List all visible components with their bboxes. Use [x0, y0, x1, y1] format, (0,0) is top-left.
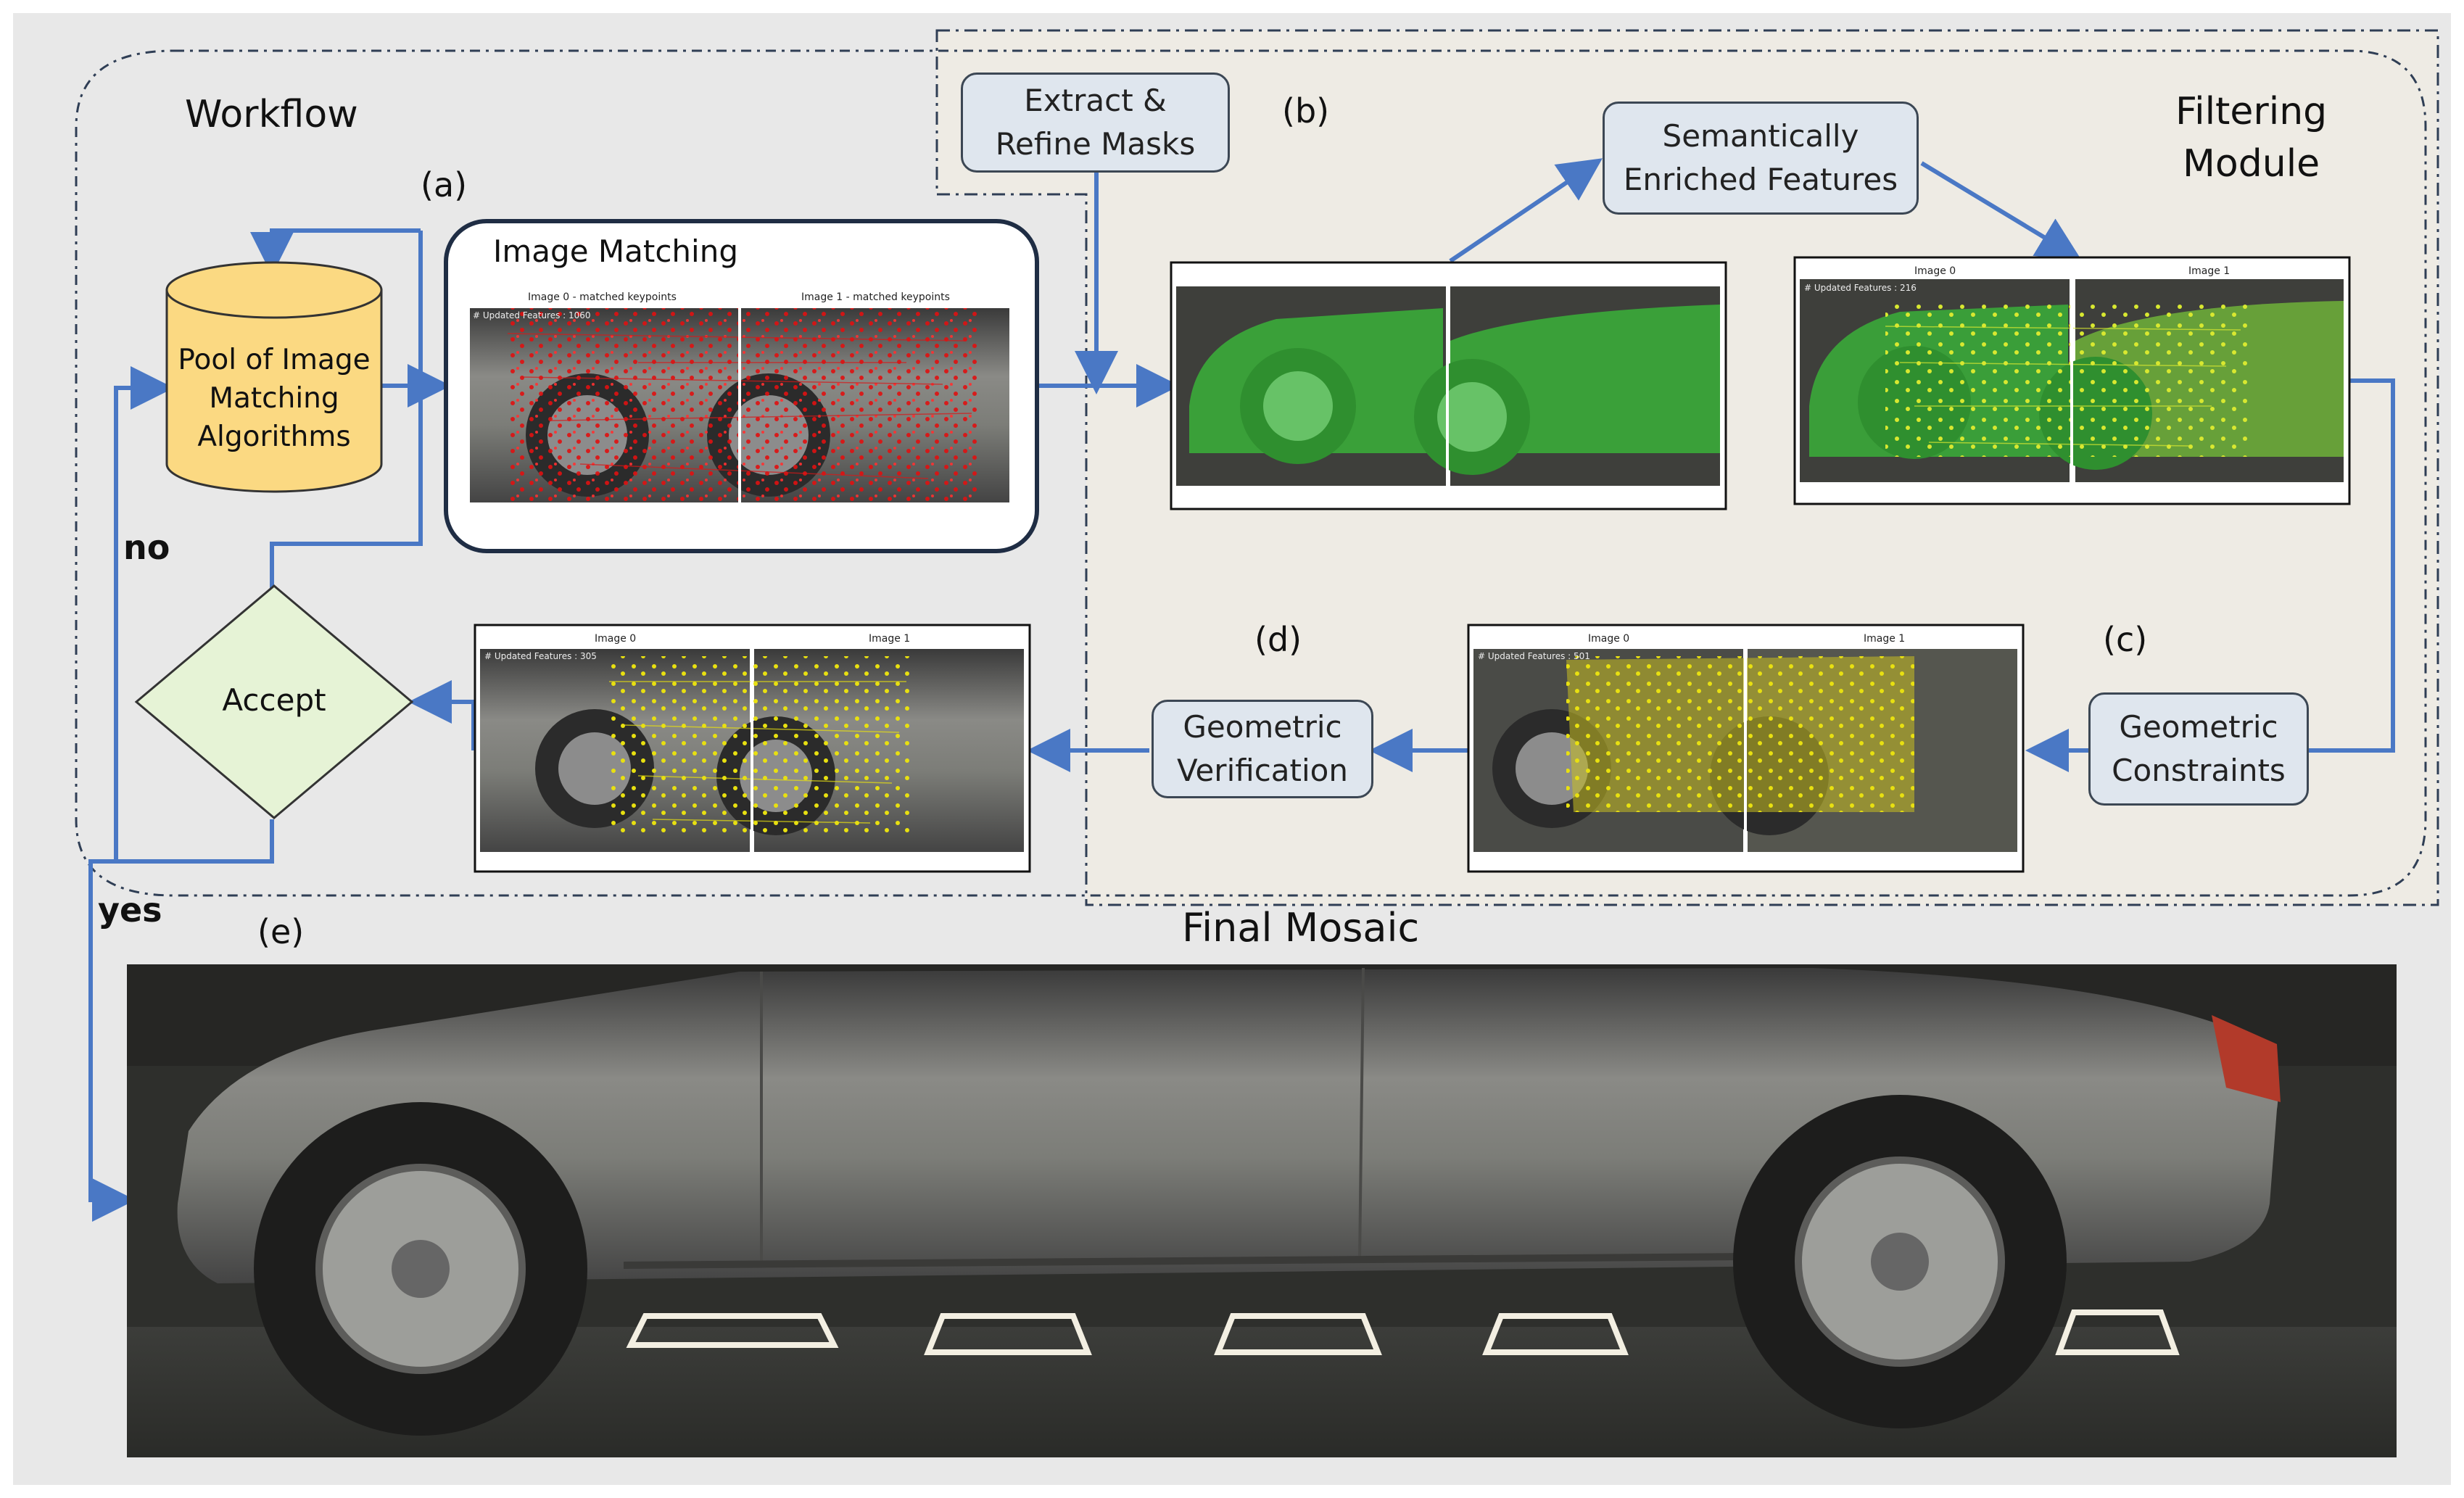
filtered-right-caption: Image 1: [2188, 265, 2231, 277]
step-c-label: (c): [2103, 620, 2148, 659]
constrained-left-caption: Image 0: [1588, 633, 1630, 645]
matching-features-count: # Updated Features : 1060: [473, 310, 591, 320]
final-mosaic-image: [127, 964, 2397, 1457]
accept-label: Accept: [222, 682, 326, 718]
arrow-verified-to-accept: [408, 680, 476, 750]
pool-label: Pool of Image Matching Algorithms: [178, 344, 371, 453]
pool-cylinder-shape: [165, 261, 383, 493]
semantically-enriched-features-box: Semantically Enriched Features: [1603, 102, 1919, 215]
constrained-features-count: # Updated Features : 501: [1478, 651, 1590, 661]
arrow-semantic-to-filtered: [1920, 161, 2082, 260]
yes-label: yes: [98, 890, 162, 930]
step-a-label: (a): [421, 165, 468, 204]
no-label: no: [123, 528, 170, 567]
arrow-yes-to-mosaic: [88, 859, 136, 1222]
verified-features-count: # Updated Features : 305: [484, 651, 597, 661]
matching-left-caption: Image 0 - matched keypoints: [528, 291, 677, 303]
final-mosaic-title: Final Mosaic: [1182, 905, 1420, 951]
semantic-mask-panel: [1170, 261, 1727, 510]
step-b-label: (b): [1282, 91, 1330, 131]
constrained-right-caption: Image 1: [1864, 633, 1906, 645]
verified-right-caption: Image 1: [869, 633, 911, 645]
matching-right-caption: Image 1 - matched keypoints: [801, 291, 950, 303]
verified-features-panel: [474, 624, 1031, 873]
geometric-constraints-box: Geometric Constraints: [2088, 692, 2309, 806]
filtered-features-panel: [1793, 256, 2351, 505]
filtered-left-caption: Image 0: [1914, 265, 1956, 277]
geometric-verification-box: Geometric Verification: [1152, 700, 1373, 798]
image-matching-title: Image Matching: [493, 233, 738, 269]
step-e-label: (e): [257, 912, 305, 951]
arrow-mask-to-semantic: [1449, 158, 1603, 263]
filtered-features-count: # Updated Features : 216: [1804, 283, 1917, 293]
matching-panel: [464, 286, 1015, 511]
step-d-label: (d): [1254, 620, 1302, 659]
constrained-features-panel: [1467, 624, 2025, 873]
verified-left-caption: Image 0: [595, 633, 637, 645]
accept-diamond-shape: [134, 584, 414, 819]
filtering-module-title: Filtering Module: [2175, 90, 2328, 186]
workflow-title: Workflow: [185, 93, 358, 136]
arrow-loop-to-pool: [250, 228, 421, 276]
extract-refine-masks-box: Extract & Refine Masks: [961, 73, 1230, 173]
